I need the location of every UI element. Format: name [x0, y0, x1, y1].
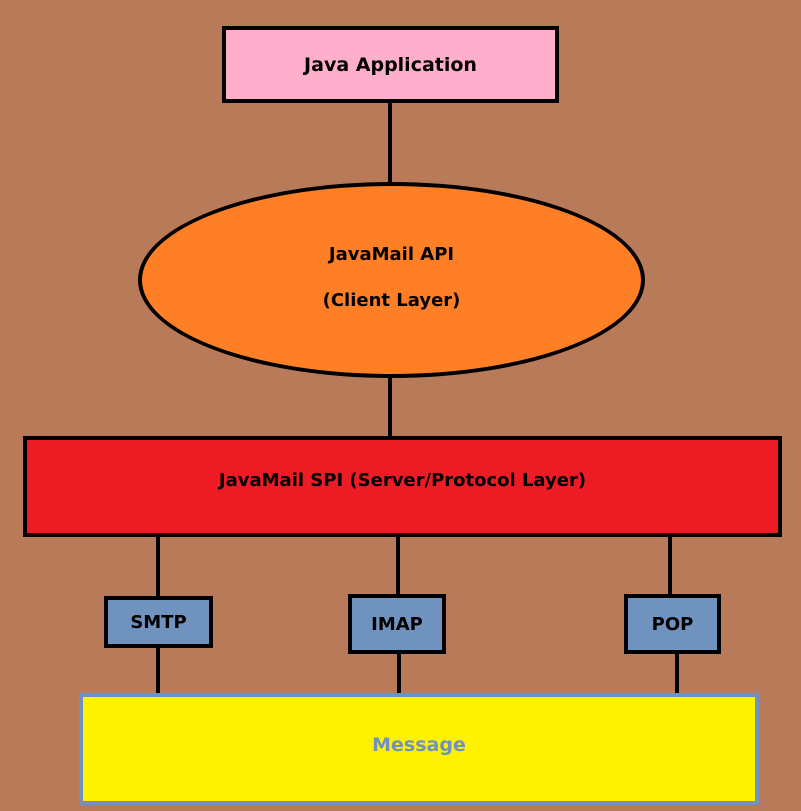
- imap-box: IMAP: [348, 594, 446, 654]
- message-box: Message: [79, 693, 759, 805]
- java-application-box: Java Application: [222, 26, 559, 103]
- smtp-label: SMTP: [130, 611, 187, 633]
- javamail-api-label: JavaMail API: [328, 244, 455, 265]
- smtp-box: SMTP: [104, 596, 213, 648]
- pop-box: POP: [624, 594, 721, 654]
- pop-label: POP: [651, 613, 694, 635]
- java-application-label: Java Application: [304, 53, 477, 76]
- client-layer-label: (Client Layer): [322, 290, 461, 311]
- javamail-spi-label: JavaMail SPI (Server/Protocol Layer): [218, 470, 587, 491]
- message-label: Message: [372, 734, 466, 756]
- javamail-spi-box: JavaMail SPI (Server/Protocol Layer): [23, 436, 782, 537]
- imap-label: IMAP: [371, 613, 423, 635]
- javamail-api-ellipse: JavaMail API (Client Layer): [138, 182, 645, 378]
